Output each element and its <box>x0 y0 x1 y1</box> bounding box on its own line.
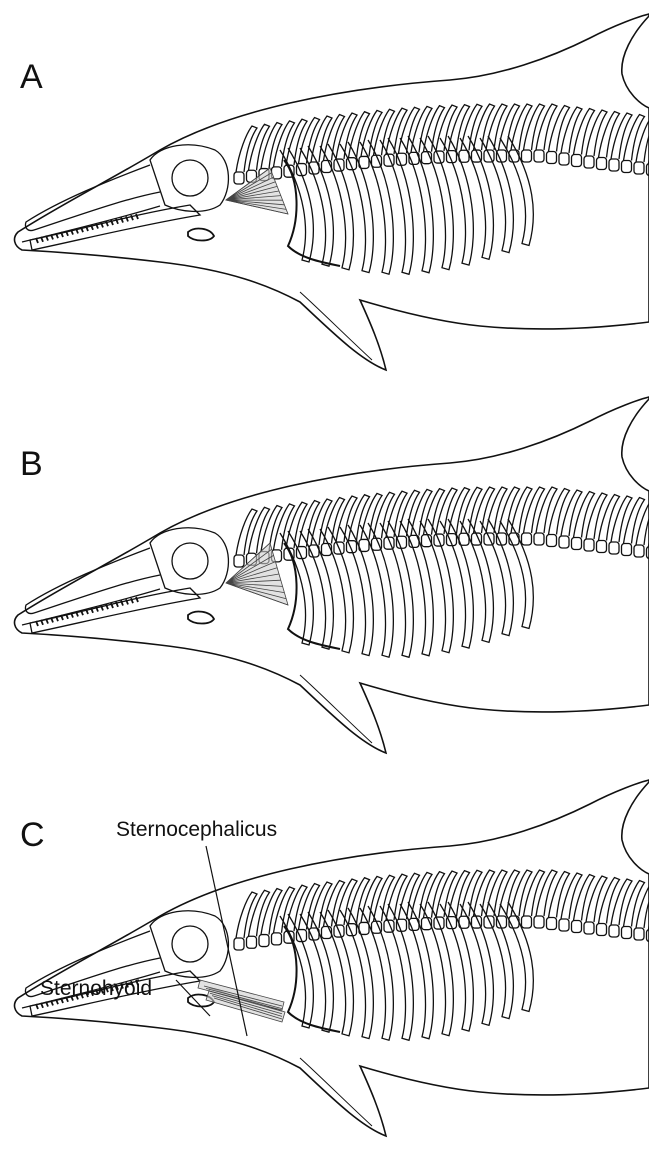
body-outline <box>15 780 649 1136</box>
sternohyoid-label: Sternohyoid <box>40 978 152 999</box>
panel-label-c: C <box>20 818 45 852</box>
body-outline <box>15 397 649 753</box>
body-outline <box>15 14 649 370</box>
dolphin-body <box>15 780 649 1136</box>
dolphin-body <box>15 397 649 753</box>
dolphin-skeleton-illustration <box>0 0 649 383</box>
panel-a: A <box>0 0 649 383</box>
dolphin-skeleton-illustration <box>0 383 649 766</box>
panel-b: B <box>0 383 649 766</box>
panel-label-a: A <box>20 60 43 94</box>
dolphin-body <box>15 14 649 370</box>
panel-label-b: B <box>20 447 43 481</box>
sternocephalicus-label: Sternocephalicus <box>116 819 277 840</box>
panel-c: C Sternocephalicus Sternohyoid <box>0 766 649 1149</box>
dolphin-skeleton-illustration <box>0 766 649 1149</box>
